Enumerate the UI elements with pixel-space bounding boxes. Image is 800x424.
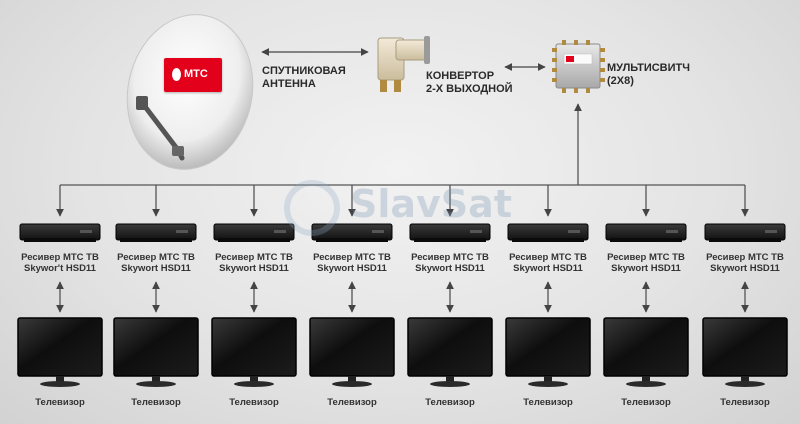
receiver-drops [56,185,749,217]
receiver-box-icon [115,223,197,242]
mts-egg-icon [172,68,181,81]
watermark-text: SlavSat [350,182,512,226]
television-icon [407,317,493,387]
converter-label-line2: 2-Х ВЫХОДНОЙ [426,83,513,95]
receiver-tv-links [56,281,749,313]
receiver-label-line2: Skywort HSD11 [121,263,191,274]
mts-logo-text: МТС [184,68,208,80]
watermark-globe-icon [284,180,340,236]
receivers-group [19,223,786,242]
multiswitch-label-line2: (2Х8) [607,75,634,87]
television-icon [17,317,103,387]
receiver-label-line2: Skywort HSD11 [513,263,583,274]
television-icon [309,317,395,387]
tv-label: Телевизор [523,397,573,408]
tv-label: Телевизор [327,397,377,408]
receiver-box-icon [311,223,393,242]
television-icon [113,317,199,387]
receiver-label-line1: Ресивер МТС ТВ [411,252,489,263]
lnb-icon [377,36,430,92]
receiver-label-line2: Skywort HSD11 [415,263,485,274]
mts-logo: МТС [164,58,222,92]
tv-label: Телевизор [720,397,770,408]
receiver-box-icon [213,223,295,242]
receiver-label-line2: Skywort HSD11 [219,263,289,274]
television-icon [702,317,788,387]
receiver-box-icon [19,223,101,242]
receiver-label-line1: Ресивер МТС ТВ [215,252,293,263]
televisions-group [17,317,788,387]
multiswitch-label-line1: МУЛЬТИСВИТЧ [607,62,690,74]
receiver-label-line1: Ресивер МТС ТВ [21,252,99,263]
receiver-label-line2: Skywort HSD11 [611,263,681,274]
television-icon [603,317,689,387]
receiver-label-line1: Ресивер МТС ТВ [117,252,195,263]
receiver-label-line1: Ресивер МТС ТВ [706,252,784,263]
tv-label: Телевизор [621,397,671,408]
tv-label: Телевизор [229,397,279,408]
receiver-label-line2: Skywor't HSD11 [24,263,96,274]
converter-label-line1: КОНВЕРТОР [426,70,495,82]
tv-label: Телевизор [131,397,181,408]
converter-label: КОНВЕРТОР 2-Х ВЫХОДНОЙ [426,70,513,96]
receiver-label-line1: Ресивер МТС ТВ [313,252,391,263]
receiver-label-line2: Skywort HSD11 [710,263,780,274]
watermark: SlavSat [280,178,520,242]
antenna-label-line1: СПУТНИКОВАЯ [262,65,346,77]
antenna-label-line2: АНТЕННА [262,78,316,90]
tv-label: Телевизор [35,397,85,408]
antenna-label: СПУТНИКОВАЯ АНТЕННА [262,65,346,91]
receiver-box-icon [507,223,589,242]
receiver-label-line1: Ресивер МТС ТВ [607,252,685,263]
receiver-box-icon [409,223,491,242]
television-icon [505,317,591,387]
satellite-dish-icon [126,14,254,170]
receiver-box-icon [605,223,687,242]
television-icon [211,317,297,387]
receiver-box-icon [704,223,786,242]
receiver-label-line2: Skywort HSD11 [317,263,387,274]
receiver-label-line1: Ресивер МТС ТВ [509,252,587,263]
tv-label: Телевизор [425,397,475,408]
multiswitch-label: МУЛЬТИСВИТЧ (2Х8) [607,62,690,88]
multiswitch-icon [552,40,605,93]
